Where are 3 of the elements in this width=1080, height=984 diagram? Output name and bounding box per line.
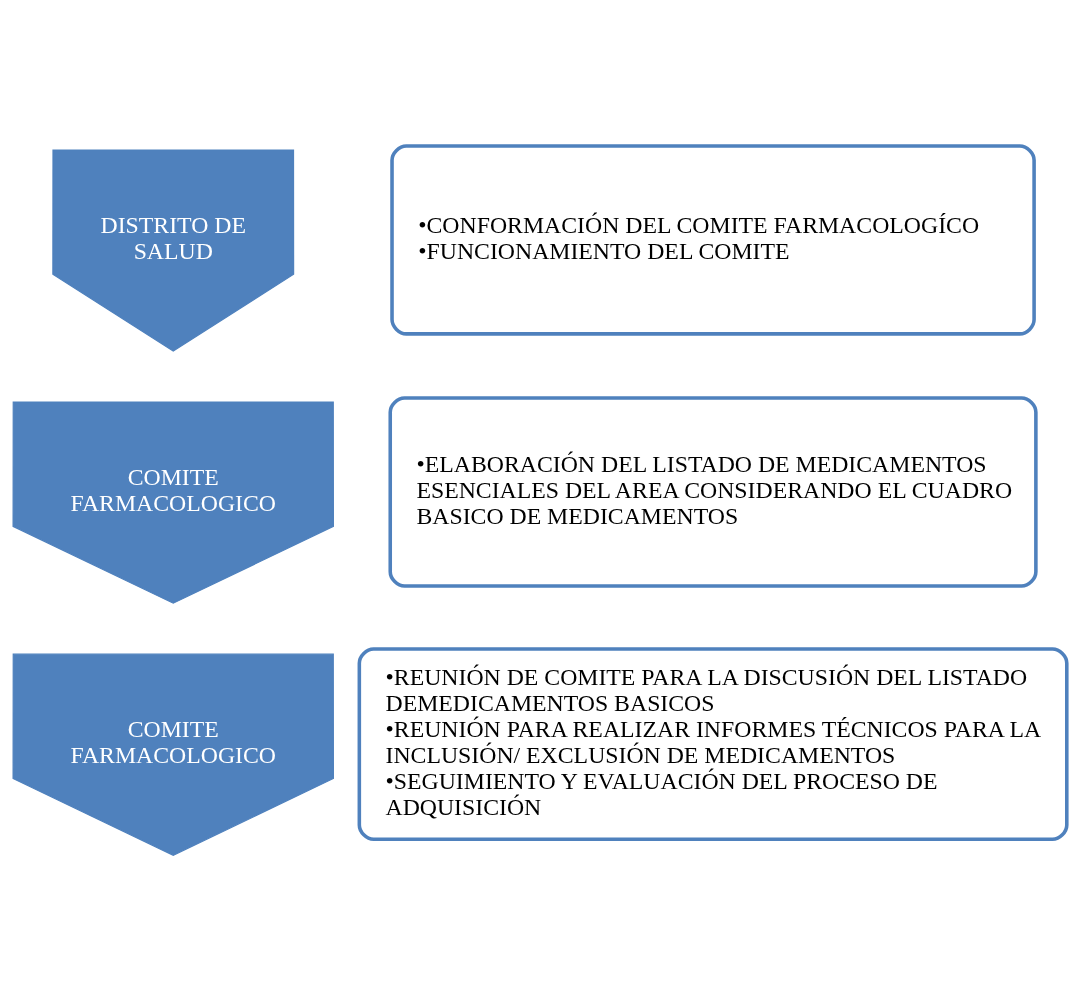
node-box: •REUNIÓN DE COMITE PARA LA DISCUSIÓN DEL LISTADO DEMEDICAMENTOS BASICOS •REUNIÓN PARA REALIZAR INFORMES TÉCNICOS PARA LA INCLUSIÓN/ EXCLUSIÓN DE MEDICAMENTOS •SEGUIMIENTO Y EVALUACIÓN DEL PROCESO DE ADQUISICIÓN bbox=[357, 647, 1069, 841]
node-box: •CONFORMACIÓN DEL COMITE FARMACOLOGÍCO •FUNCIONAMIENTO DEL COMITE bbox=[390, 144, 1036, 336]
node-box: •ELABORACIÓN DEL LISTADO DE MEDICAMENTOS ESENCIALES DEL AREA CONSIDERANDO EL CUADRO BASICO DE MEDICAMENTOS bbox=[388, 396, 1038, 588]
